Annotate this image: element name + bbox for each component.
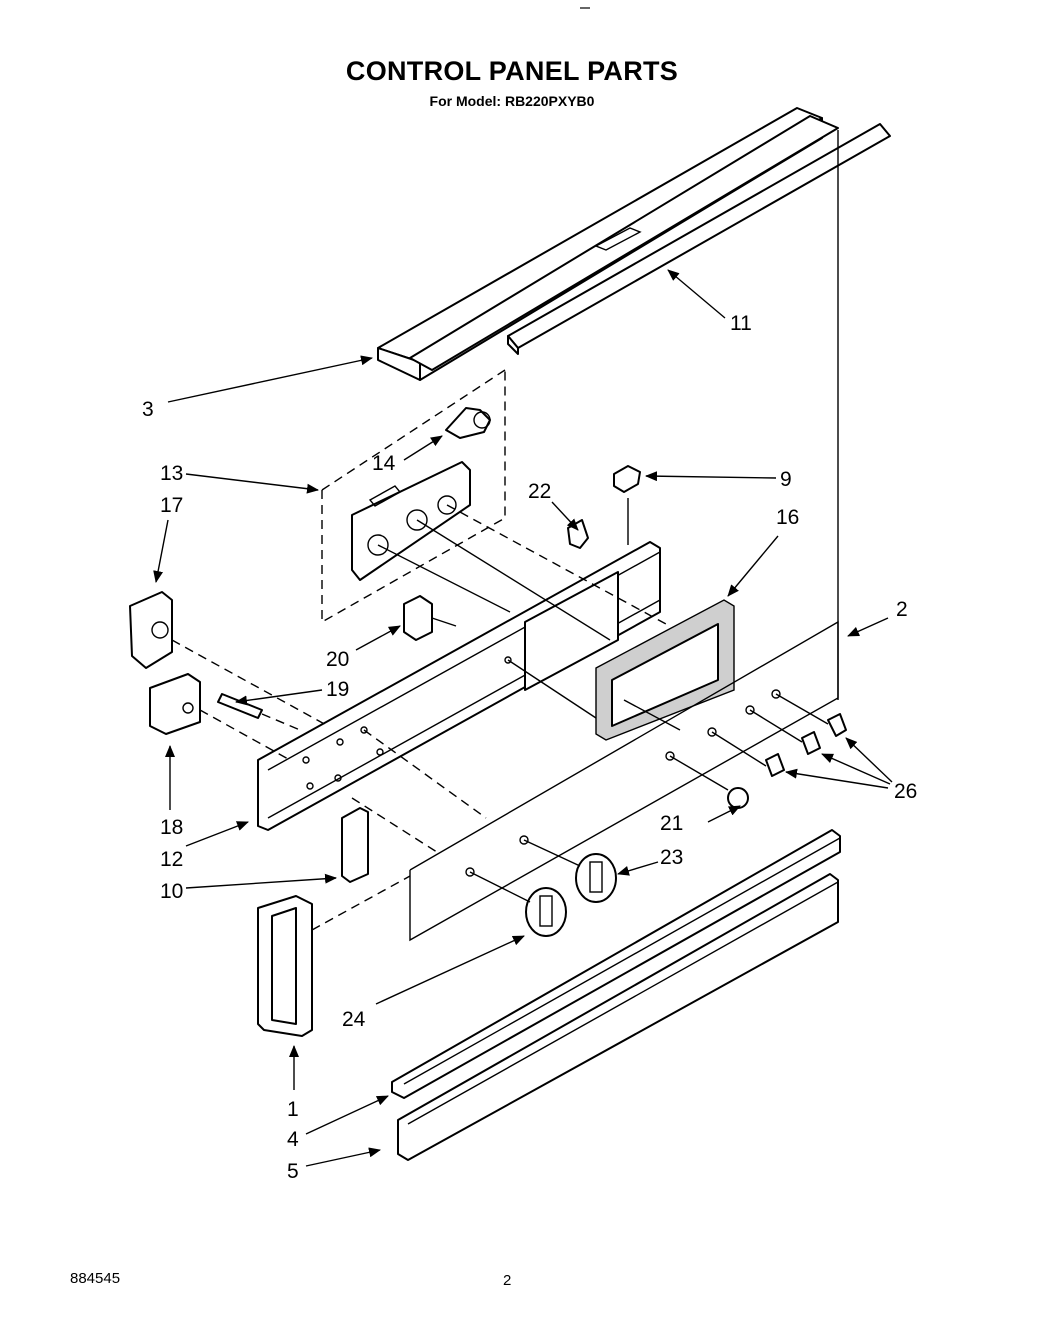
control-bracket-part-12 — [257, 541, 661, 831]
page-number: 2 — [503, 1272, 512, 1289]
callout-2: 2 — [896, 598, 908, 621]
callout-3: 3 — [142, 398, 154, 421]
page-title: CONTROL PANEL PARTS — [345, 56, 679, 86]
assembly-lines — [171, 504, 829, 931]
callout-14: 14 — [372, 452, 396, 475]
knob-part-23 — [575, 853, 617, 903]
component-part-20 — [403, 595, 457, 641]
component-part-18 — [149, 673, 201, 735]
end-cap-part-1 — [257, 895, 313, 1037]
callout-9: 9 — [780, 468, 792, 491]
bottom-trim-part-4 — [391, 829, 841, 1099]
callout-10: 10 — [160, 880, 183, 903]
callout-23: 23 — [660, 846, 683, 869]
callout-18: 18 — [160, 816, 183, 839]
callout-16: 16 — [776, 506, 799, 529]
clip-part-9 — [613, 465, 641, 493]
console-panel-part-2 — [409, 620, 839, 942]
callout-leaders — [153, 269, 893, 1167]
bracket-part-10 — [341, 807, 369, 883]
callout-20: 20 — [326, 648, 349, 671]
callout-11: 11 — [730, 312, 752, 335]
buttons-part-26 — [765, 713, 847, 777]
callout-5: 5 — [287, 1160, 299, 1183]
clip-part-22 — [567, 519, 589, 549]
callout-12: 12 — [160, 848, 183, 871]
button-part-21 — [727, 787, 749, 809]
callout-1: 1 — [287, 1098, 299, 1121]
gasket-part-16 — [595, 599, 735, 741]
document-number: 884545 — [70, 1270, 121, 1287]
model-subtitle: For Model: RB220PXYB0 — [429, 93, 595, 109]
knob-part-14 — [445, 407, 491, 439]
callout-13: 13 — [160, 462, 183, 485]
switch-housing-part-13 — [321, 369, 506, 624]
callout-24: 24 — [342, 1008, 366, 1031]
callout-4: 4 — [287, 1128, 299, 1151]
callout-19: 19 — [326, 678, 349, 701]
knob-part-24 — [525, 887, 567, 937]
top-trim-part-3 — [377, 107, 839, 381]
callout-26: 26 — [894, 780, 917, 803]
component-part-17 — [129, 591, 173, 669]
top-trim-part-11 — [507, 123, 891, 355]
callout-17: 17 — [160, 494, 183, 517]
pin-part-19 — [217, 693, 263, 719]
callout-22: 22 — [528, 480, 551, 503]
callout-21: 21 — [660, 812, 683, 835]
bottom-trim-part-5 — [397, 873, 839, 1161]
